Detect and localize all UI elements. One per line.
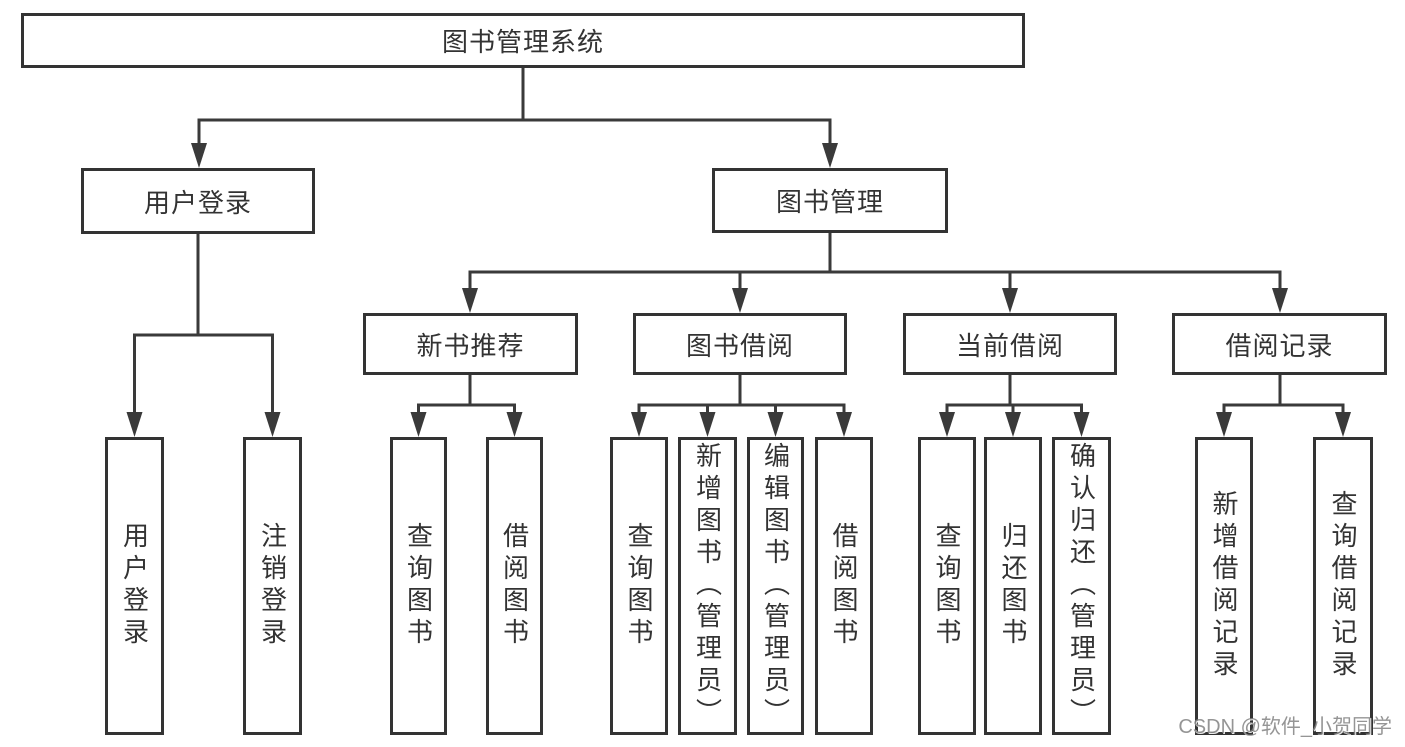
- leaf-label: 注销登录: [257, 522, 288, 650]
- connector-book-management: [468, 233, 1282, 292]
- leaf-logout: 注销登录: [243, 437, 302, 735]
- connector-book-borrow: [637, 375, 846, 417]
- connector-current-borrow: [945, 375, 1083, 417]
- leaf-label: 确认归还（管理员）: [1066, 442, 1097, 730]
- arrow-down-icon: [506, 412, 523, 437]
- arrow-down-icon: [1005, 412, 1021, 437]
- arrow-down-icon: [462, 288, 478, 313]
- arrow-down-icon: [1002, 288, 1018, 313]
- node-root-system: 图书管理系统: [21, 13, 1025, 68]
- arrow-down-icon: [410, 412, 427, 437]
- leaf-add-borrow-record: 新增借阅记录: [1195, 437, 1253, 735]
- leaf-query-borrow-record: 查询借阅记录: [1313, 437, 1373, 735]
- arrow-down-icon: [822, 143, 838, 168]
- node-book-borrow: 图书借阅: [633, 313, 847, 375]
- leaf-query-books-current: 查询图书: [918, 437, 976, 735]
- node-label: 图书借阅: [685, 330, 794, 361]
- leaf-edit-books-admin: 编辑图书（管理员）: [747, 437, 804, 735]
- leaf-add-books-admin: 新增图书（管理员）: [678, 437, 737, 735]
- node-label: 图书管理: [775, 187, 884, 217]
- node-label: 新书推荐: [416, 330, 525, 361]
- connector-user-login: [133, 234, 274, 417]
- leaf-label: 查询图书: [624, 522, 654, 650]
- leaf-label: 编辑图书（管理员）: [760, 442, 791, 730]
- arrow-down-icon: [1335, 412, 1351, 437]
- leaf-borrow-books: 借阅图书: [815, 437, 873, 735]
- arrow-down-icon: [732, 288, 748, 313]
- leaf-label: 查询借阅记录: [1328, 490, 1358, 682]
- connector-borrow-records: [1222, 375, 1345, 417]
- node-label: 图书管理系统: [441, 27, 604, 57]
- arrow-down-icon: [126, 412, 143, 437]
- leaf-label: 用户登录: [119, 522, 150, 650]
- leaf-label: 新增图书（管理员）: [692, 442, 723, 730]
- connector-new-book-recommend: [417, 375, 516, 417]
- leaf-query-books-borrow: 查询图书: [610, 437, 668, 735]
- node-current-borrow: 当前借阅: [903, 313, 1117, 375]
- leaf-return-books: 归还图书: [984, 437, 1042, 735]
- arrow-down-icon: [699, 412, 716, 437]
- arrow-down-icon: [1272, 288, 1288, 313]
- node-label: 用户登录: [143, 187, 252, 218]
- leaf-label: 借阅图书: [499, 522, 530, 650]
- arrow-down-icon: [264, 412, 281, 437]
- node-label: 借阅记录: [1225, 330, 1334, 361]
- leaf-label: 归还图书: [998, 522, 1028, 650]
- connector-root: [197, 68, 832, 148]
- arrow-down-icon: [1073, 412, 1090, 437]
- arrow-down-icon: [191, 143, 207, 168]
- arrow-down-icon: [1216, 412, 1232, 437]
- node-borrow-records: 借阅记录: [1172, 313, 1387, 375]
- node-new-book-recommend: 新书推荐: [363, 313, 578, 375]
- arrow-down-icon: [939, 412, 955, 437]
- arrow-down-icon: [631, 412, 647, 437]
- node-user-login: 用户登录: [81, 168, 315, 234]
- node-book-management: 图书管理: [712, 168, 948, 233]
- leaf-label: 借阅图书: [829, 522, 859, 650]
- csdn-watermark: CSDN @软件_小贺同学: [1178, 716, 1392, 738]
- leaf-borrow-books-recommend: 借阅图书: [486, 437, 543, 735]
- node-label: 当前借阅: [955, 330, 1064, 361]
- arrow-down-icon: [836, 412, 852, 437]
- leaf-label: 新增借阅记录: [1209, 490, 1239, 682]
- arrow-down-icon: [767, 412, 784, 437]
- leaf-confirm-return-admin: 确认归还（管理员）: [1052, 437, 1111, 735]
- leaf-label: 查询图书: [403, 522, 434, 650]
- leaf-query-books-recommend: 查询图书: [390, 437, 447, 735]
- leaf-user-login: 用户登录: [105, 437, 164, 735]
- leaf-label: 查询图书: [932, 522, 962, 650]
